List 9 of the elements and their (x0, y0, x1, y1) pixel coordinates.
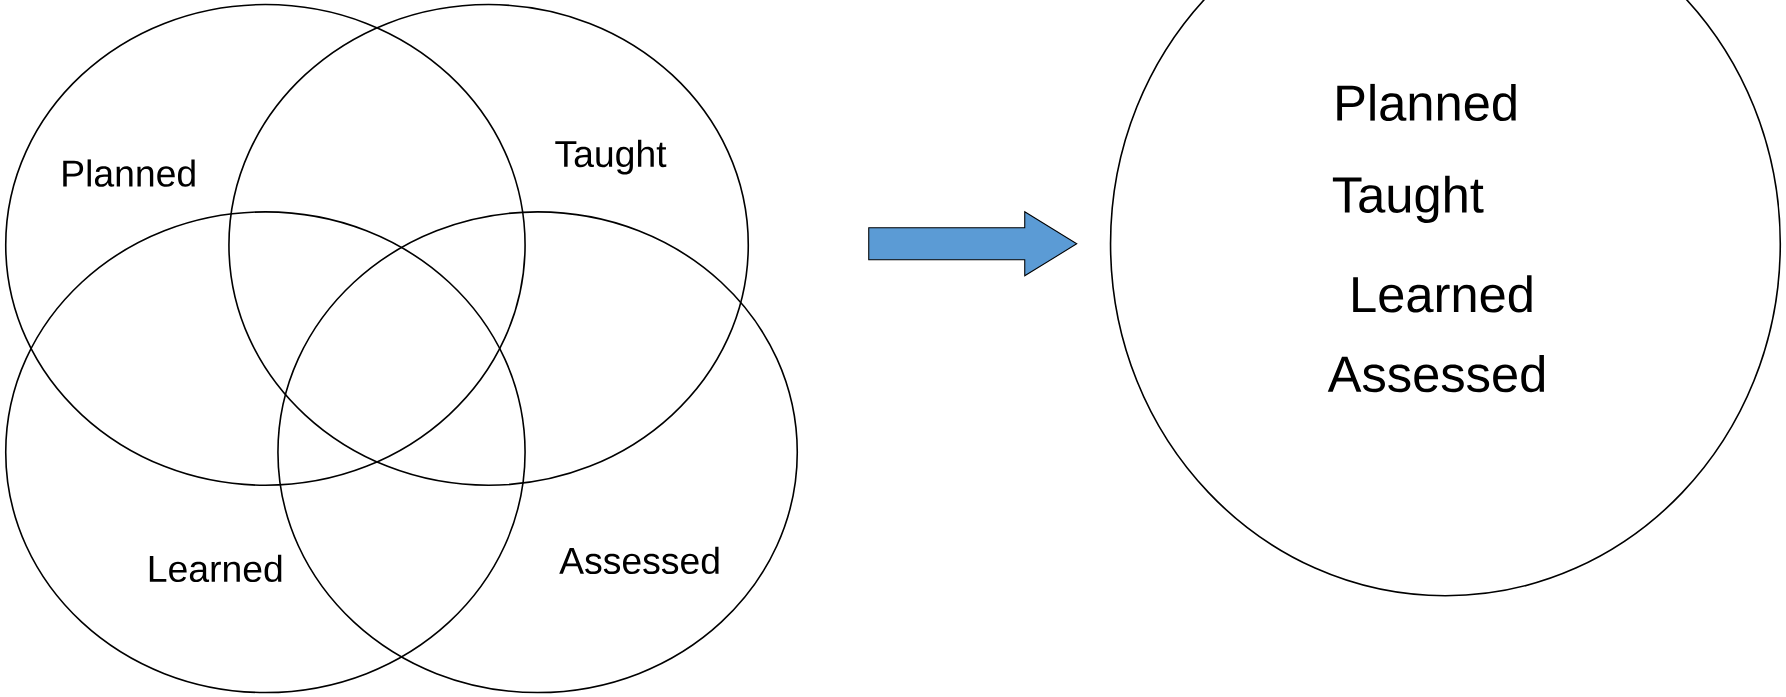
label: Planned (1337, 83, 1516, 122)
label: Assessed (559, 546, 719, 575)
label: Taught (555, 139, 667, 175)
block-arrow (868, 210, 1078, 277)
label: Learned (1353, 275, 1532, 313)
label: Assessed (1327, 355, 1545, 393)
label: Planned (63, 159, 195, 187)
label: Learned (149, 554, 282, 583)
label: Taught (1332, 175, 1484, 223)
